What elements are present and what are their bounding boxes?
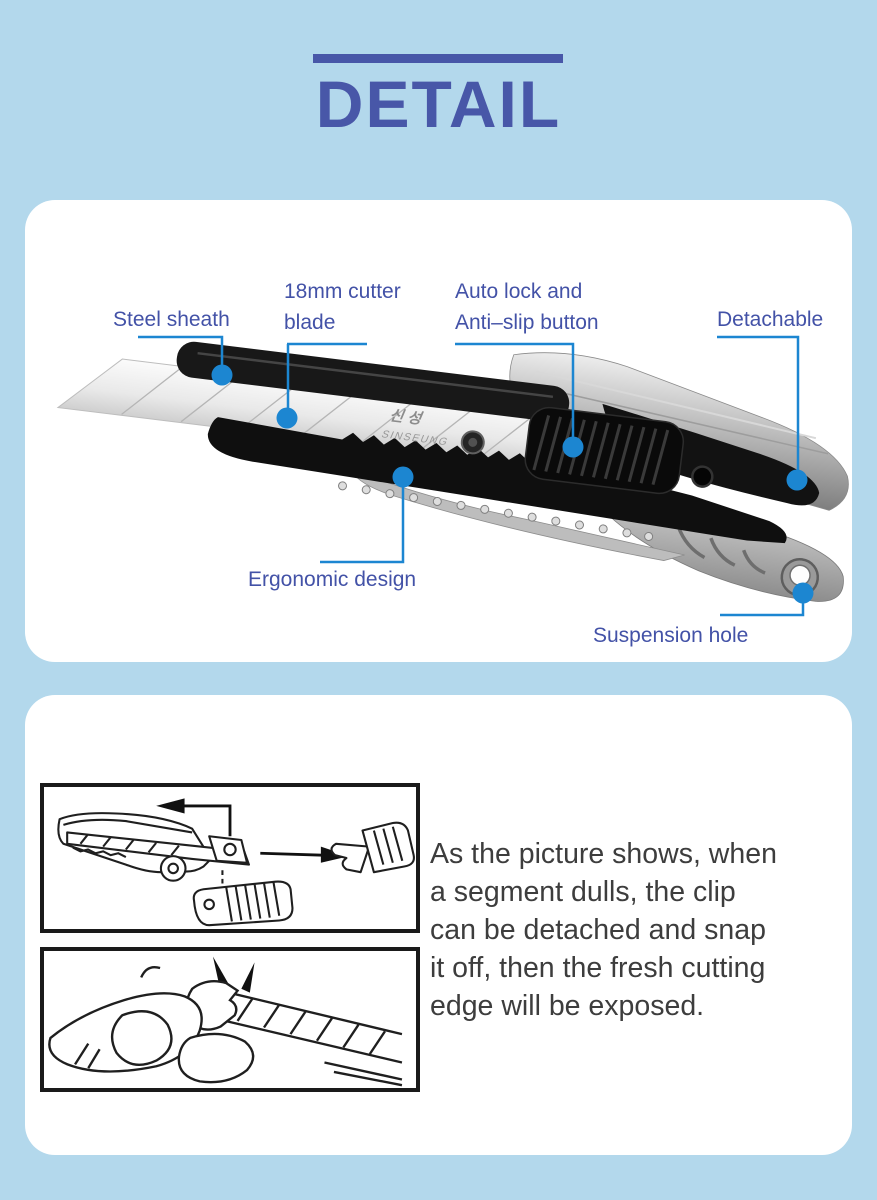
- instruction-panel: As the picture shows, when a segment dul…: [25, 695, 852, 1155]
- body-highlight: [535, 370, 817, 440]
- callout-line-detachable: [717, 335, 800, 474]
- callout-dots: [211, 364, 814, 604]
- snap-blade-diagram: [40, 947, 420, 1092]
- instruction-text: As the picture shows, when a segment dul…: [430, 838, 777, 1022]
- callout-label-steel-sheath: Steel sheath: [113, 308, 230, 331]
- crack-mark-right: [241, 962, 255, 993]
- segmented-blade: [208, 989, 403, 1087]
- knife-illustration: 신 성 SINSEUNG: [56, 335, 849, 617]
- snap-blade-drawing: [48, 956, 403, 1087]
- korean-marking: 신 성: [387, 407, 426, 428]
- callout-line-suspension: [720, 599, 805, 617]
- callout-dot-detachable: [786, 469, 808, 491]
- finger: [177, 1032, 255, 1084]
- detach-clip-diagram: [40, 783, 420, 933]
- callout-line-steel-sheath: [138, 335, 224, 370]
- thumb: [48, 966, 203, 1073]
- callout-lines: [138, 335, 805, 617]
- title-accent-bar: [313, 54, 563, 63]
- clip-piece-below: [192, 880, 294, 927]
- callout-line-auto-lock: [455, 342, 575, 441]
- page-title: DETAIL: [315, 67, 562, 141]
- callout-label-auto-lock: Auto lock and Anti–slip button: [455, 280, 599, 334]
- auto-lock-slider: [524, 406, 685, 495]
- crack-mark-left: [212, 956, 229, 987]
- callout-dot-ergonomic: [392, 466, 414, 488]
- callout-label-suspension: Suspension hole: [593, 624, 749, 647]
- callout-label-detachable: Detachable: [717, 308, 824, 331]
- body-shade-line: [526, 383, 829, 455]
- knife-body-group: 신 성 SINSEUNG: [56, 341, 849, 602]
- rail-highlight: [197, 351, 554, 399]
- callout-dot-auto-lock: [562, 436, 584, 458]
- callout-dot-suspension: [792, 582, 814, 604]
- clip-piece-right: [330, 821, 415, 874]
- grip-bumps: [338, 481, 654, 542]
- detach-clip-drawing: [57, 798, 415, 927]
- detach-arrow-up: [156, 798, 232, 837]
- grip-button: [691, 465, 714, 488]
- screw: [460, 430, 485, 455]
- callout-dot-steel-sheath: [211, 364, 233, 386]
- callout-label-ergonomic: Ergonomic design: [248, 568, 417, 591]
- callout-line-ergonomic: [320, 483, 405, 564]
- sheath-bottom-rail: [207, 417, 787, 544]
- lower-grip-sliver: [351, 469, 685, 561]
- detail-panel: 신 성 SINSEUNG Steel sh: [25, 200, 852, 662]
- callout-dot-blade: [276, 407, 298, 429]
- callout-label-cutter-blade: 18mm cutter blade: [284, 280, 401, 334]
